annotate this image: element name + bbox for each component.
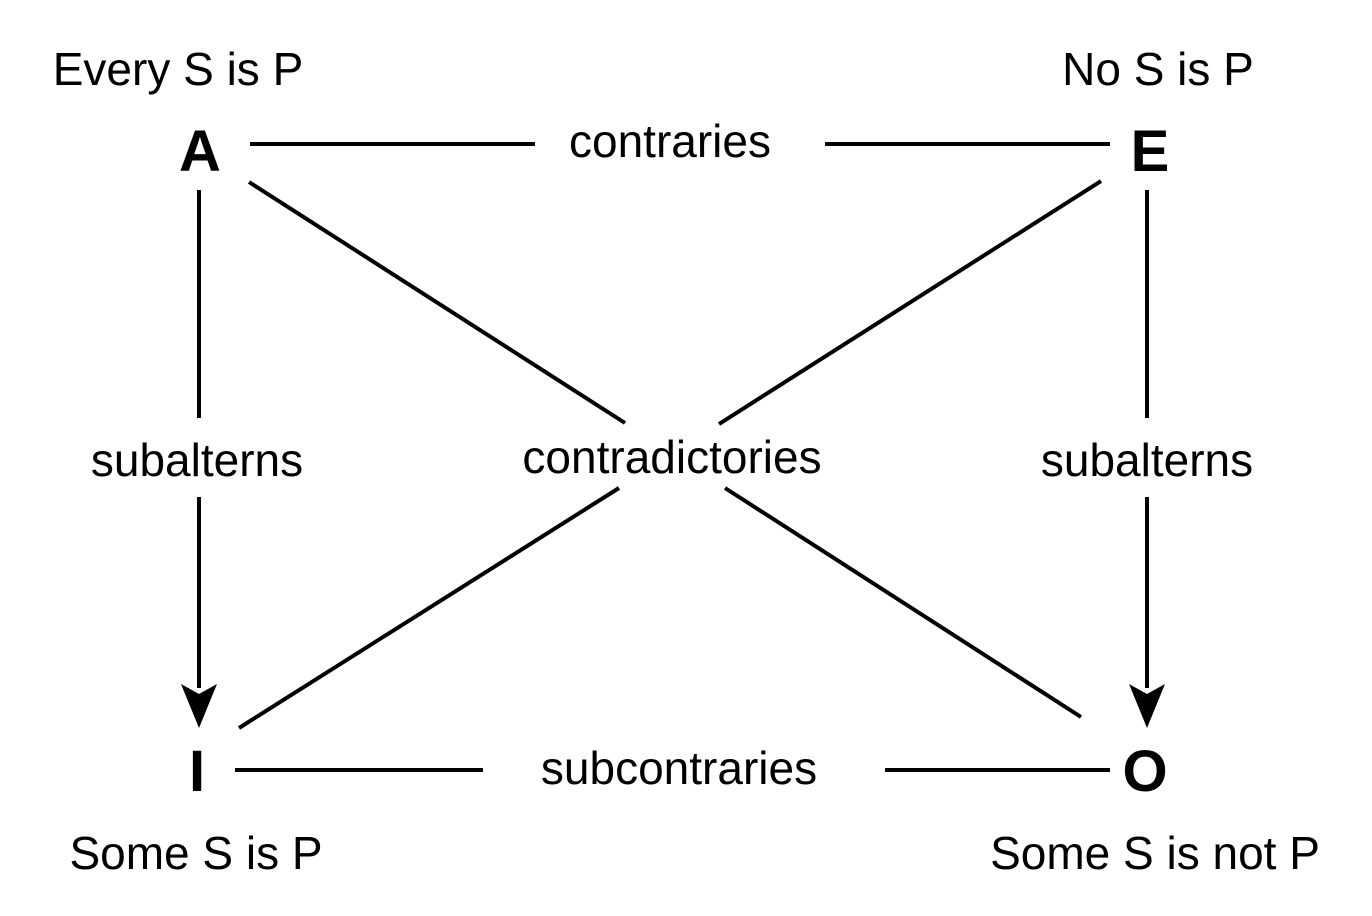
diagonal-a-o-upper	[247, 180, 627, 425]
relation-subalterns-right: subalterns	[1040, 434, 1254, 486]
relation-subcontraries: subcontraries	[540, 742, 818, 794]
relation-subalterns-left: subalterns	[90, 434, 304, 486]
proposition-a: Every S is P	[52, 43, 304, 95]
corner-letter-i: I	[188, 739, 206, 804]
corner-letter-a: A	[179, 119, 221, 184]
relation-contradictories: contradictories	[522, 431, 822, 483]
left-subalterns-arrowhead	[181, 684, 217, 728]
diagonal-e-i-lower	[237, 486, 621, 730]
right-subalterns-arrowhead	[1129, 684, 1165, 728]
diagonal-e-i-upper	[717, 179, 1103, 426]
proposition-e: No S is P	[1062, 43, 1254, 95]
proposition-i: Some S is P	[69, 827, 323, 879]
relation-contraries: contraries	[569, 115, 771, 167]
proposition-o: Some S is not P	[990, 827, 1320, 879]
corner-letter-o: O	[1122, 739, 1168, 804]
diagonal-a-o-lower	[723, 486, 1083, 719]
corner-letter-e: E	[1130, 119, 1170, 184]
